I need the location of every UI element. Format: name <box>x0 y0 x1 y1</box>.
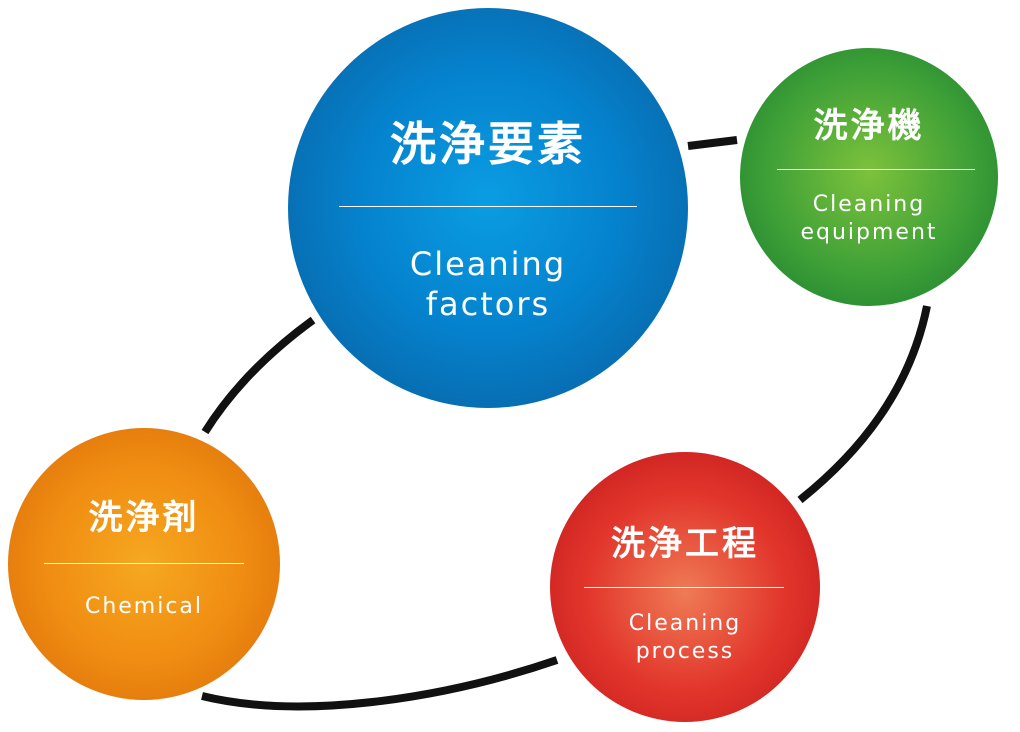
node-title: 洗浄機 <box>813 106 925 146</box>
node-divider <box>777 169 975 170</box>
node-cleaning-process: 洗浄工程 Cleaning process <box>550 452 820 722</box>
node-cleaning-factors: 洗浄要素 Cleaning factors <box>288 8 688 408</box>
node-divider <box>584 587 784 588</box>
node-title: 洗浄要素 <box>390 117 586 171</box>
node-subtitle: Chemical <box>84 594 204 619</box>
node-chemical: 洗浄剤 Chemical <box>8 428 280 700</box>
node-subtitle: Cleaning process <box>628 611 742 664</box>
connector-chemical-main <box>201 316 316 435</box>
node-title: 洗浄工程 <box>611 524 759 564</box>
connector-process-chemical <box>201 656 559 711</box>
node-divider <box>339 206 637 207</box>
node-divider <box>44 563 244 564</box>
connector-main-equipment <box>687 136 738 150</box>
node-subtitle: Cleaning equipment <box>800 192 938 245</box>
node-subtitle: Cleaning factors <box>409 245 567 323</box>
node-title: 洗浄剤 <box>88 498 200 538</box>
node-cleaning-equipment: 洗浄機 Cleaning equipment <box>740 48 998 306</box>
connector-equipment-process <box>797 305 931 504</box>
